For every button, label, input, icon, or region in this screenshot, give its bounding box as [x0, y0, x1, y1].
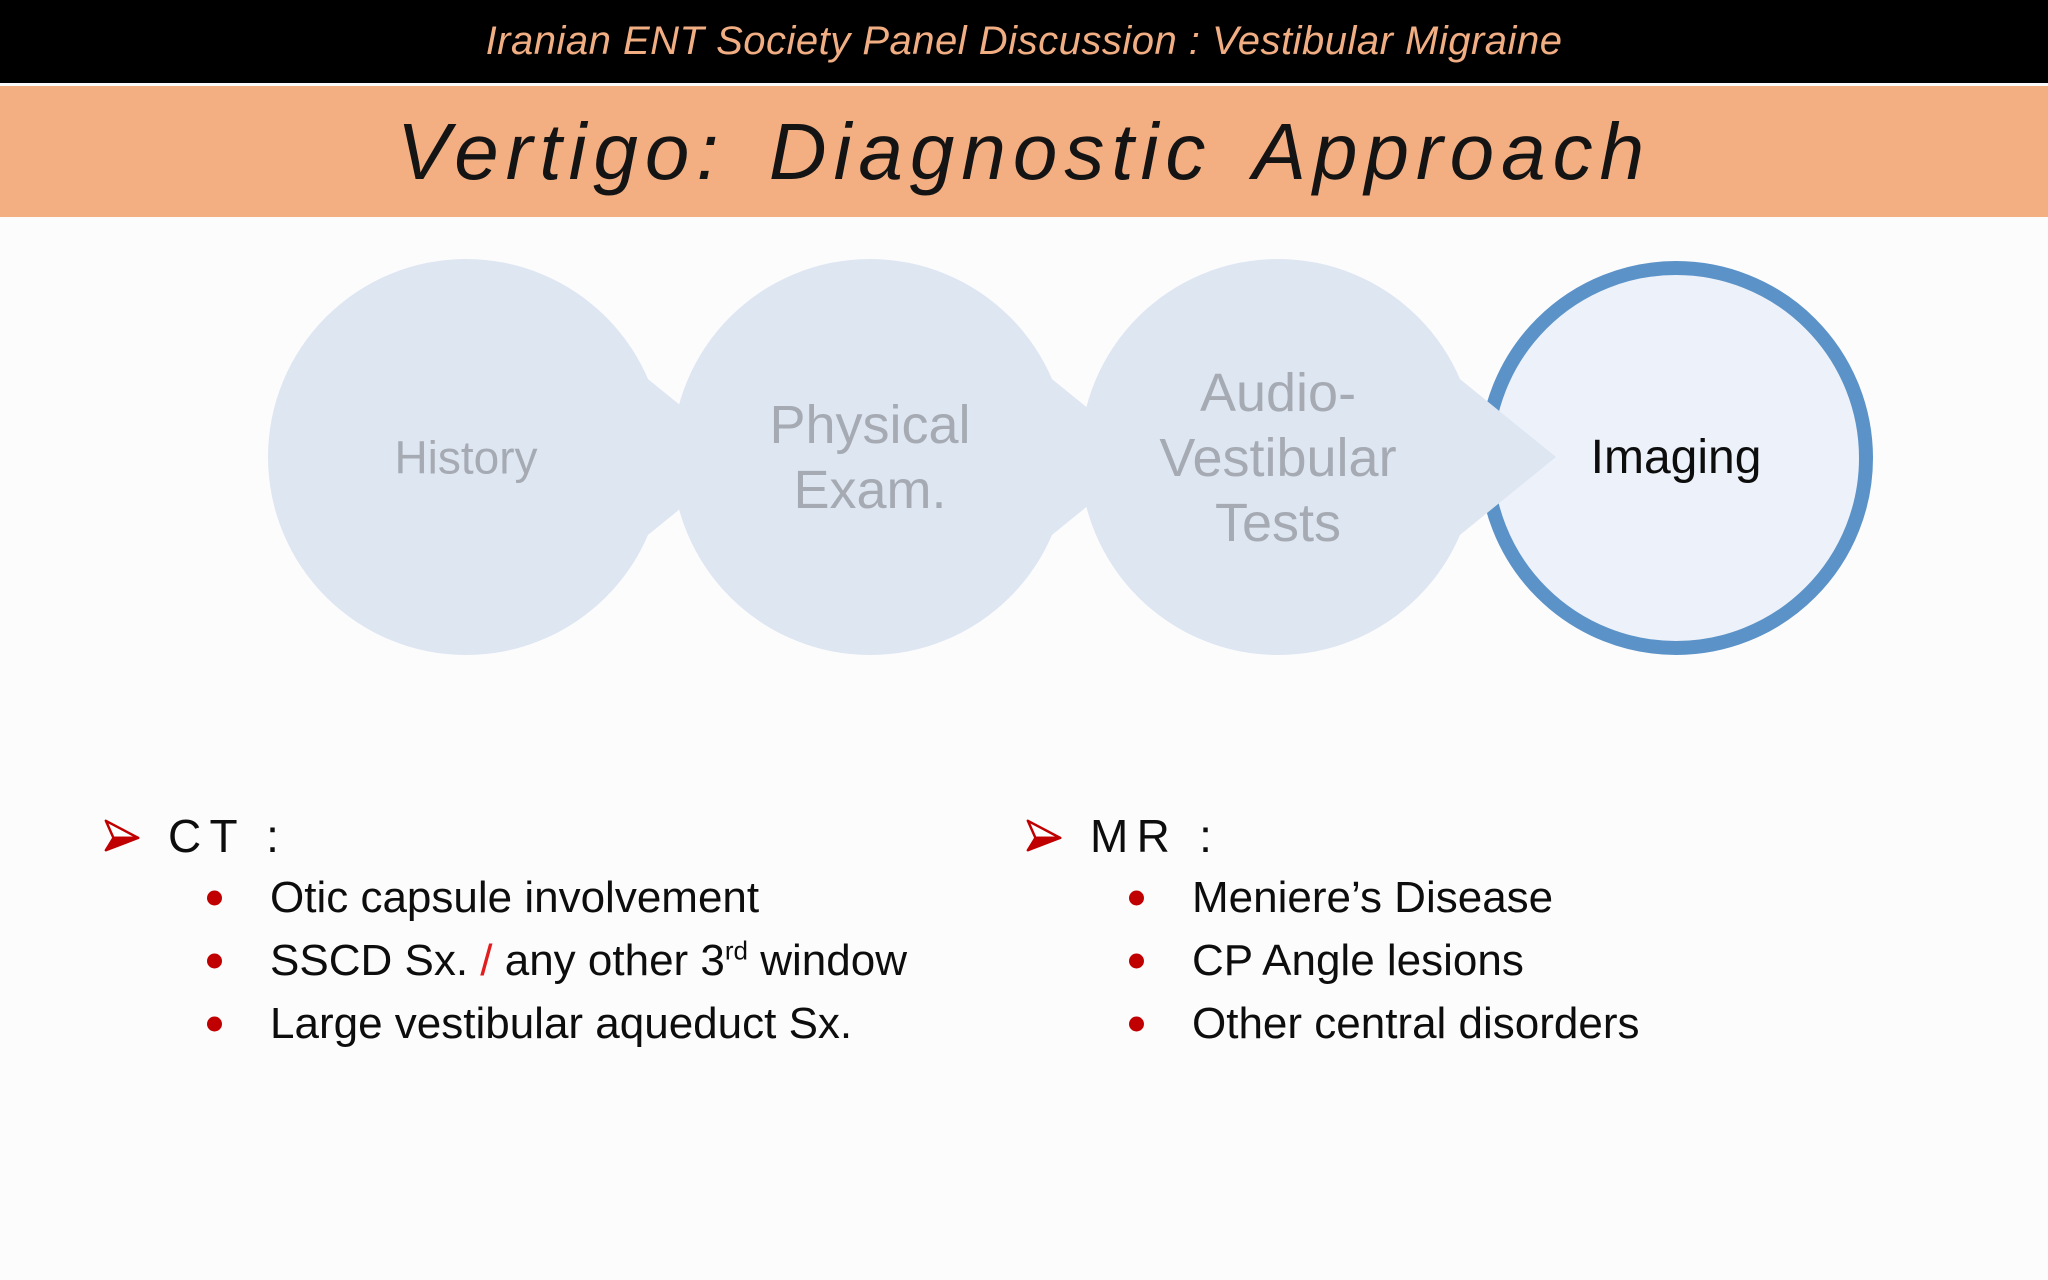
- list-item-text: Large vestibular aqueduct Sx.: [270, 999, 853, 1048]
- top-bar: Iranian ENT Society Panel Discussion : V…: [0, 0, 2048, 83]
- list-item: Other central disorders: [1025, 992, 1640, 1055]
- arrowhead-bullet-icon: [104, 819, 140, 852]
- step-label-line: Exam.: [793, 460, 947, 520]
- list-item-text: window: [748, 936, 907, 985]
- process-step-physical-exam-label: Physical Exam.: [769, 393, 970, 523]
- arrowhead-bullet-icon: [1026, 819, 1062, 852]
- step-label-line: Audio-: [1199, 362, 1357, 423]
- mr-section: MR : Meniere’s Disease CP Angle lesions …: [1025, 806, 1640, 1055]
- step-label-line: Physical: [769, 395, 971, 456]
- audio-vestibular-arrow-shape: [1418, 345, 1556, 569]
- list-item: Large vestibular aqueduct Sx.: [103, 992, 907, 1055]
- ct-section: CT : Otic capsule involvement SSCD Sx. /…: [103, 806, 907, 1055]
- list-item-text: CP Angle lesions: [1192, 936, 1524, 985]
- process-step-history-shape: [268, 259, 664, 655]
- list-item-text: Otic capsule involvement: [270, 873, 760, 922]
- mr-header: MR :: [1025, 806, 1640, 866]
- top-bar-text: Iranian ENT Society Panel Discussion : V…: [485, 19, 1563, 63]
- list-item-text: Meniere’s Disease: [1192, 873, 1554, 922]
- mr-header-label: MR :: [1090, 810, 1221, 862]
- step-label-line: Tests: [1214, 492, 1342, 553]
- page-title: Vertigo: Diagnostic Approach: [396, 106, 1652, 196]
- process-step-audio-vestibular-shape: [1080, 259, 1476, 655]
- process-step-audio-vestibular-label: Audio- Vestibular Tests: [1159, 361, 1396, 555]
- process-step-imaging-label: Imaging: [1591, 429, 1762, 487]
- list-item-text: any other 3: [492, 936, 725, 985]
- process-step-history-label: History: [394, 430, 537, 485]
- ct-header: CT :: [103, 806, 907, 866]
- physical-exam-arrow-shape: [1010, 345, 1148, 569]
- ct-header-label: CT :: [168, 810, 288, 862]
- title-banner: Vertigo: Diagnostic Approach: [0, 83, 2048, 217]
- step-label-line: Imaging: [1590, 431, 1762, 485]
- list-item: Otic capsule involvement: [103, 866, 907, 929]
- red-slash: /: [480, 936, 493, 985]
- step-label-line: Vestibular: [1159, 427, 1397, 488]
- ordinal-superscript: rd: [724, 935, 749, 966]
- list-item-text: SSCD Sx.: [270, 936, 481, 985]
- process-step-physical-exam-shape: [672, 259, 1068, 655]
- list-item: CP Angle lesions: [1025, 929, 1640, 992]
- list-item: Meniere’s Disease: [1025, 866, 1640, 929]
- list-item-text: Other central disorders: [1192, 999, 1640, 1048]
- step-label-line: History: [394, 431, 538, 484]
- list-item: SSCD Sx. / any other 3rd window: [103, 929, 907, 992]
